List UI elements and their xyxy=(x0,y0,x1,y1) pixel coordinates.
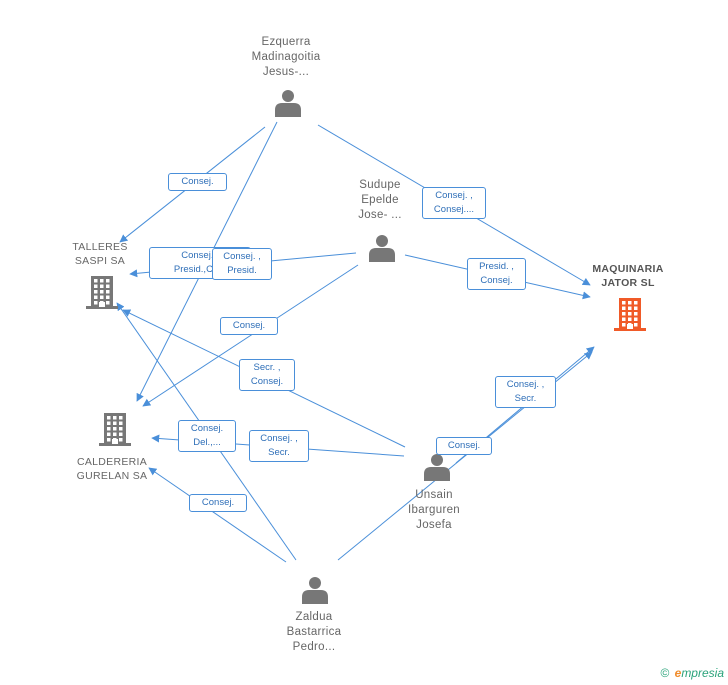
edge-label-line: Presid. xyxy=(227,265,257,276)
node-unsain-label[interactable]: Unsain Ibarguren Josefa xyxy=(386,488,482,533)
edge-label-uns-caldereria[interactable]: Consej. , Secr. xyxy=(249,430,309,462)
edge-label-uns-talleres[interactable]: Secr. , Consej. xyxy=(239,359,295,391)
label-line: Sudupe xyxy=(359,179,401,191)
edge-label-line: Consej. , xyxy=(260,433,298,444)
label-line: Ezquerra xyxy=(261,36,311,48)
label-line: Zaldua xyxy=(295,611,333,623)
label-line: Bastarrica xyxy=(286,626,342,638)
edge-label-uns-maquinaria[interactable]: Consej. , Secr. xyxy=(495,376,556,408)
edge-label-line: Consej. xyxy=(250,376,284,387)
edge-label-ezq-maquinaria[interactable]: Consej. , Consej.... xyxy=(422,187,486,219)
person-icon-unsain[interactable] xyxy=(424,454,450,481)
label-line: Madinagoitia xyxy=(251,51,321,63)
brand-logo-e: e xyxy=(674,666,682,680)
footer-brand: © empresia xyxy=(660,666,724,680)
node-maquinaria-label[interactable]: MAQUINARIA JATOR SL xyxy=(578,262,678,290)
label-line: Epelde xyxy=(361,194,399,206)
edge-label-uns-maquinaria-2[interactable]: Consej. xyxy=(436,437,492,455)
edge-label-line: Secr. xyxy=(268,447,290,458)
person-icon-sudupe[interactable] xyxy=(369,235,395,262)
edge-label-line: Consej. , xyxy=(435,190,473,201)
node-caldereria-label[interactable]: CALDERERIA GURELAN SA xyxy=(62,455,162,483)
edge-label-line: Consej. , xyxy=(506,379,545,390)
label-line: TALLERES xyxy=(72,241,128,253)
node-talleres-label[interactable]: TALLERES SASPI SA xyxy=(52,240,148,268)
edge-label-zal-talleres[interactable]: Consej. Del.,... xyxy=(178,420,236,452)
edge-label-line: Consej. xyxy=(181,176,214,187)
copyright-icon: © xyxy=(660,666,670,680)
edge-label-line: Secr. , xyxy=(253,362,281,373)
edge-label-line: Consej. xyxy=(232,320,266,331)
label-line: MAQUINARIA xyxy=(592,263,664,275)
edge-label-line: Presid. , xyxy=(479,261,514,272)
label-line: Pedro... xyxy=(292,641,336,653)
building-icon-maquinaria[interactable] xyxy=(614,298,646,331)
label-line: Unsain xyxy=(415,489,453,501)
edge-label-line: Consej. xyxy=(480,275,513,286)
node-icons xyxy=(86,90,646,604)
label-line: GURELAN SA xyxy=(76,470,148,482)
label-line: CALDERERIA xyxy=(76,456,148,468)
edge-zal-caldereria xyxy=(148,467,287,563)
person-icon-ezquerra[interactable] xyxy=(275,90,301,117)
building-icon-caldereria[interactable] xyxy=(99,413,131,446)
edge-label-line: Presid.,Co... xyxy=(173,264,227,275)
label-line: Josefa xyxy=(416,519,452,531)
label-line: Ibarguren xyxy=(408,504,460,516)
label-line: Jesus-... xyxy=(262,66,310,78)
label-line: Jose- ... xyxy=(358,209,402,221)
edge-label-line: Consej. , xyxy=(181,250,219,261)
edge-label-line: Consej. xyxy=(201,497,235,508)
node-sudupe-label[interactable]: Sudupe Epelde Jose- ... xyxy=(332,178,428,223)
edge-label-line: Consej. xyxy=(447,440,481,451)
edge-sud-caldereria xyxy=(142,264,359,407)
edge-label-line: Secr. xyxy=(514,393,537,404)
edge-label-line: Consej. , xyxy=(223,251,261,262)
edge-label-line: Consej. xyxy=(190,423,224,434)
edge-label-sud-caldereria[interactable]: Consej. xyxy=(220,317,278,335)
brand-logo-text: mpresia xyxy=(681,666,724,680)
edge-label-ezq-talleres[interactable]: Consej. xyxy=(168,173,227,191)
edge-label-line: Consej.... xyxy=(433,204,475,215)
label-line: SASPI SA xyxy=(74,255,126,267)
building-icon-talleres[interactable] xyxy=(86,276,118,309)
label-line: JATOR SL xyxy=(601,277,655,289)
edge-label-line: Del.,... xyxy=(193,437,221,448)
node-ezquerra-label[interactable]: Ezquerra Madinagoitia Jesus-... xyxy=(238,35,334,80)
edge-label-sud-talleres-b[interactable]: Consej. , Presid. xyxy=(212,248,272,280)
edge-label-zal-caldereria[interactable]: Consej. xyxy=(189,494,247,512)
edge-label-sud-maquinaria[interactable]: Presid. , Consej. xyxy=(467,258,526,290)
node-zaldua-label[interactable]: Zaldua Bastarrica Pedro... xyxy=(266,610,362,655)
person-icon-zaldua[interactable] xyxy=(302,577,328,604)
